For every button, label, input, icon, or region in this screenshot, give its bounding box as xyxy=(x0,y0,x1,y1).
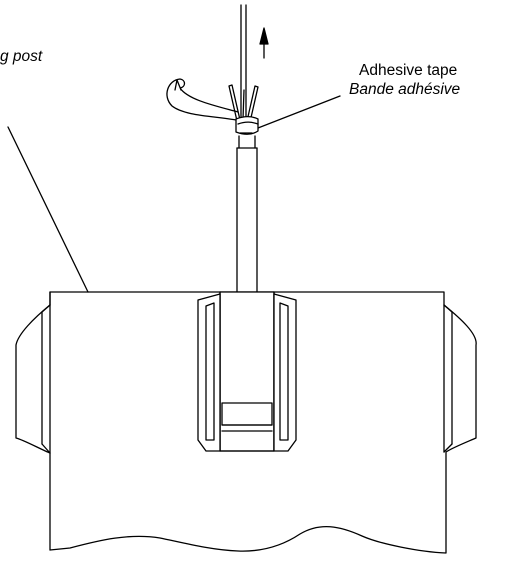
right-side-tab xyxy=(443,304,453,453)
center-clip xyxy=(197,291,297,452)
tape-label-french: Bande adhésive xyxy=(349,81,461,98)
post-label: g post xyxy=(0,48,43,65)
housing-outline xyxy=(15,291,477,554)
cable-sheath xyxy=(236,135,258,293)
pull-up-arrow-icon xyxy=(259,27,269,59)
adhesive-tape xyxy=(235,116,259,135)
tape-leader-line xyxy=(257,95,341,129)
tape-label-english: Adhesive tape xyxy=(359,62,458,79)
draw-wire xyxy=(240,4,247,119)
left-side-tab xyxy=(41,304,51,454)
cable-loop xyxy=(166,78,242,122)
wire-conductors xyxy=(228,84,259,123)
post-leader-line xyxy=(7,126,89,293)
